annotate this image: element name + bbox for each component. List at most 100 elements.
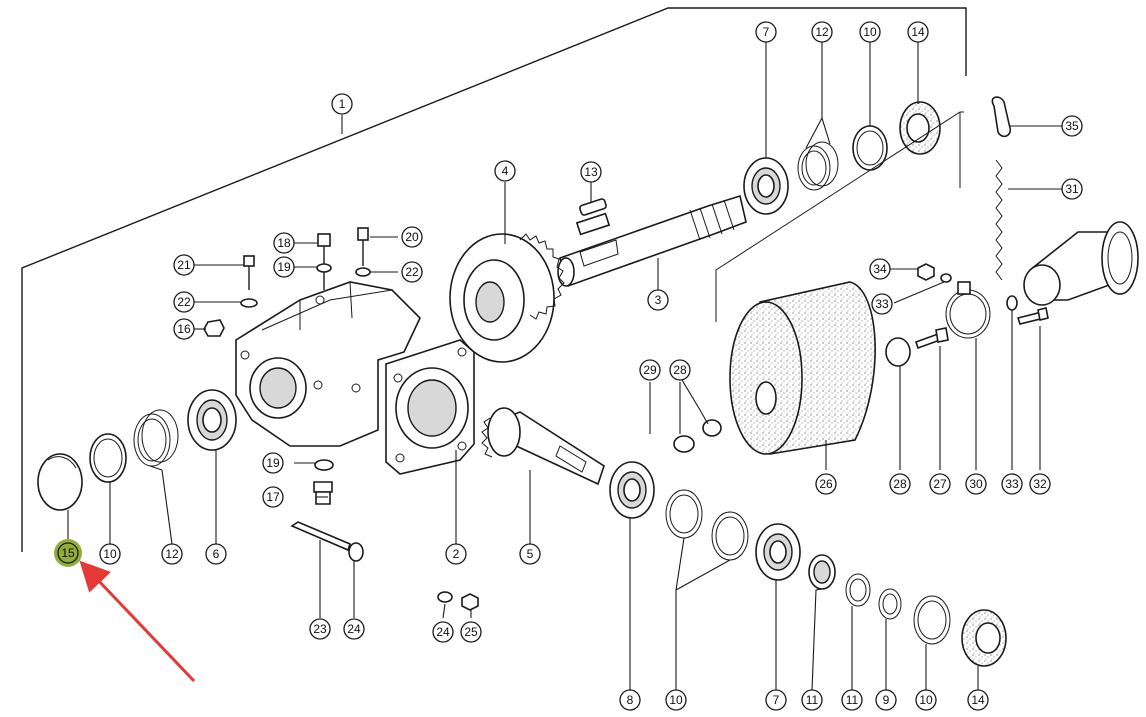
callout-10-bottom-a: 10 — [665, 689, 687, 711]
callout-3: 3 — [647, 289, 669, 311]
callout-7-top: 7 — [755, 21, 777, 43]
svg-text:2: 2 — [453, 547, 460, 561]
callout-25: 25 — [460, 621, 482, 643]
svg-text:1: 1 — [339, 97, 346, 111]
svg-text:17: 17 — [266, 490, 280, 504]
callout-31: 31 — [1061, 178, 1083, 200]
pointer-arrow — [79, 560, 196, 683]
callout-5: 5 — [519, 543, 541, 565]
svg-text:22: 22 — [177, 295, 191, 309]
svg-text:23: 23 — [313, 622, 327, 636]
callout-28-bottom: 28 — [889, 473, 911, 495]
callout-18: 18 — [273, 232, 295, 254]
circlip-9 — [878, 588, 902, 620]
svg-text:28: 28 — [893, 477, 907, 491]
svg-text:10: 10 — [863, 25, 877, 39]
svg-text:15: 15 — [61, 546, 75, 560]
svg-text:5: 5 — [527, 547, 534, 561]
svg-text:22: 22 — [405, 265, 419, 279]
callout-22-left: 22 — [173, 291, 195, 313]
callout-19-bottom: 19 — [262, 452, 284, 474]
svg-text:19: 19 — [266, 456, 280, 470]
callout-19-top: 19 — [273, 256, 295, 278]
svg-text:8: 8 — [627, 693, 634, 707]
svg-text:16: 16 — [177, 322, 191, 336]
svg-text:34: 34 — [873, 262, 887, 276]
circlip-10-top — [852, 125, 888, 171]
callouts: 1 2 3 4 5 6 7 7 8 9 10 10 10 10 11 11 12… — [57, 21, 1083, 711]
svg-text:10: 10 — [103, 547, 117, 561]
svg-text:14: 14 — [971, 693, 985, 707]
seal-14-top — [899, 101, 941, 155]
svg-text:31: 31 — [1065, 182, 1079, 196]
svg-text:3: 3 — [655, 293, 662, 307]
callout-26: 26 — [815, 473, 837, 495]
bracket-lines-right — [715, 111, 964, 322]
bearing-6 — [187, 389, 237, 451]
svg-text:20: 20 — [405, 230, 419, 244]
assembly-boundary — [21, 7, 967, 552]
spacers-11 — [808, 554, 871, 607]
callout-4: 4 — [494, 160, 516, 182]
callout-24-right: 24 — [432, 621, 454, 643]
callout-1: 1 — [331, 93, 353, 115]
input-shaft — [557, 194, 747, 288]
svg-text:7: 7 — [763, 25, 770, 39]
seal-14-bottom — [961, 609, 1007, 667]
circlip-10-b — [711, 511, 749, 561]
svg-text:11: 11 — [806, 693, 819, 707]
callout-33-left: 33 — [871, 293, 893, 315]
fasteners — [203, 227, 479, 611]
callout-35: 35 — [1061, 115, 1083, 137]
nut-34-washer-33 — [917, 263, 1018, 311]
callout-22-right: 22 — [401, 261, 423, 283]
callout-21: 21 — [173, 254, 195, 276]
callout-17: 17 — [262, 486, 284, 508]
circlip-10-left — [89, 433, 127, 483]
leader-lines — [67, 42, 1062, 691]
svg-text:19: 19 — [277, 260, 291, 274]
svg-text:7: 7 — [773, 693, 780, 707]
svg-text:33: 33 — [875, 297, 889, 311]
callout-11-b: 11 — [841, 689, 863, 711]
callout-30: 30 — [965, 473, 987, 495]
crown-gear — [449, 233, 565, 363]
callout-11-a: 11 — [801, 689, 823, 711]
circlip-10-a — [665, 489, 703, 539]
callout-12-left: 12 — [161, 543, 183, 565]
shims-12-top — [797, 141, 839, 191]
svg-text:10: 10 — [669, 693, 683, 707]
svg-text:30: 30 — [969, 477, 983, 491]
callout-14-bottom: 14 — [967, 689, 989, 711]
svg-text:12: 12 — [165, 547, 179, 561]
callout-15: 15 — [57, 542, 79, 564]
svg-text:27: 27 — [933, 477, 947, 491]
svg-text:9: 9 — [883, 693, 890, 707]
svg-text:6: 6 — [213, 547, 220, 561]
pulley-26 — [729, 281, 876, 455]
svg-text:13: 13 — [584, 165, 598, 179]
cover-cap-15 — [37, 453, 83, 511]
callout-13: 13 — [580, 161, 602, 183]
chain-31-hook-35 — [991, 96, 1012, 281]
callout-29: 29 — [639, 359, 661, 381]
callout-33-right: 33 — [1001, 473, 1023, 495]
bearing-7-bottom — [755, 523, 801, 581]
gearbox-housing — [235, 281, 475, 475]
svg-text:33: 33 — [1005, 477, 1019, 491]
svg-text:24: 24 — [347, 622, 361, 636]
callout-20: 20 — [401, 226, 423, 248]
callout-10-top: 10 — [859, 21, 881, 43]
shims-12-left — [133, 409, 179, 467]
callout-27: 27 — [929, 473, 951, 495]
svg-text:18: 18 — [277, 236, 291, 250]
pinion-shaft — [481, 407, 605, 486]
callout-10-left: 10 — [99, 543, 121, 565]
callout-23: 23 — [309, 618, 331, 640]
svg-text:28: 28 — [673, 363, 687, 377]
bolt-27 — [914, 327, 949, 350]
bearing-8 — [609, 461, 655, 519]
shaft-key — [579, 198, 607, 216]
circlip-10-c — [913, 595, 951, 645]
